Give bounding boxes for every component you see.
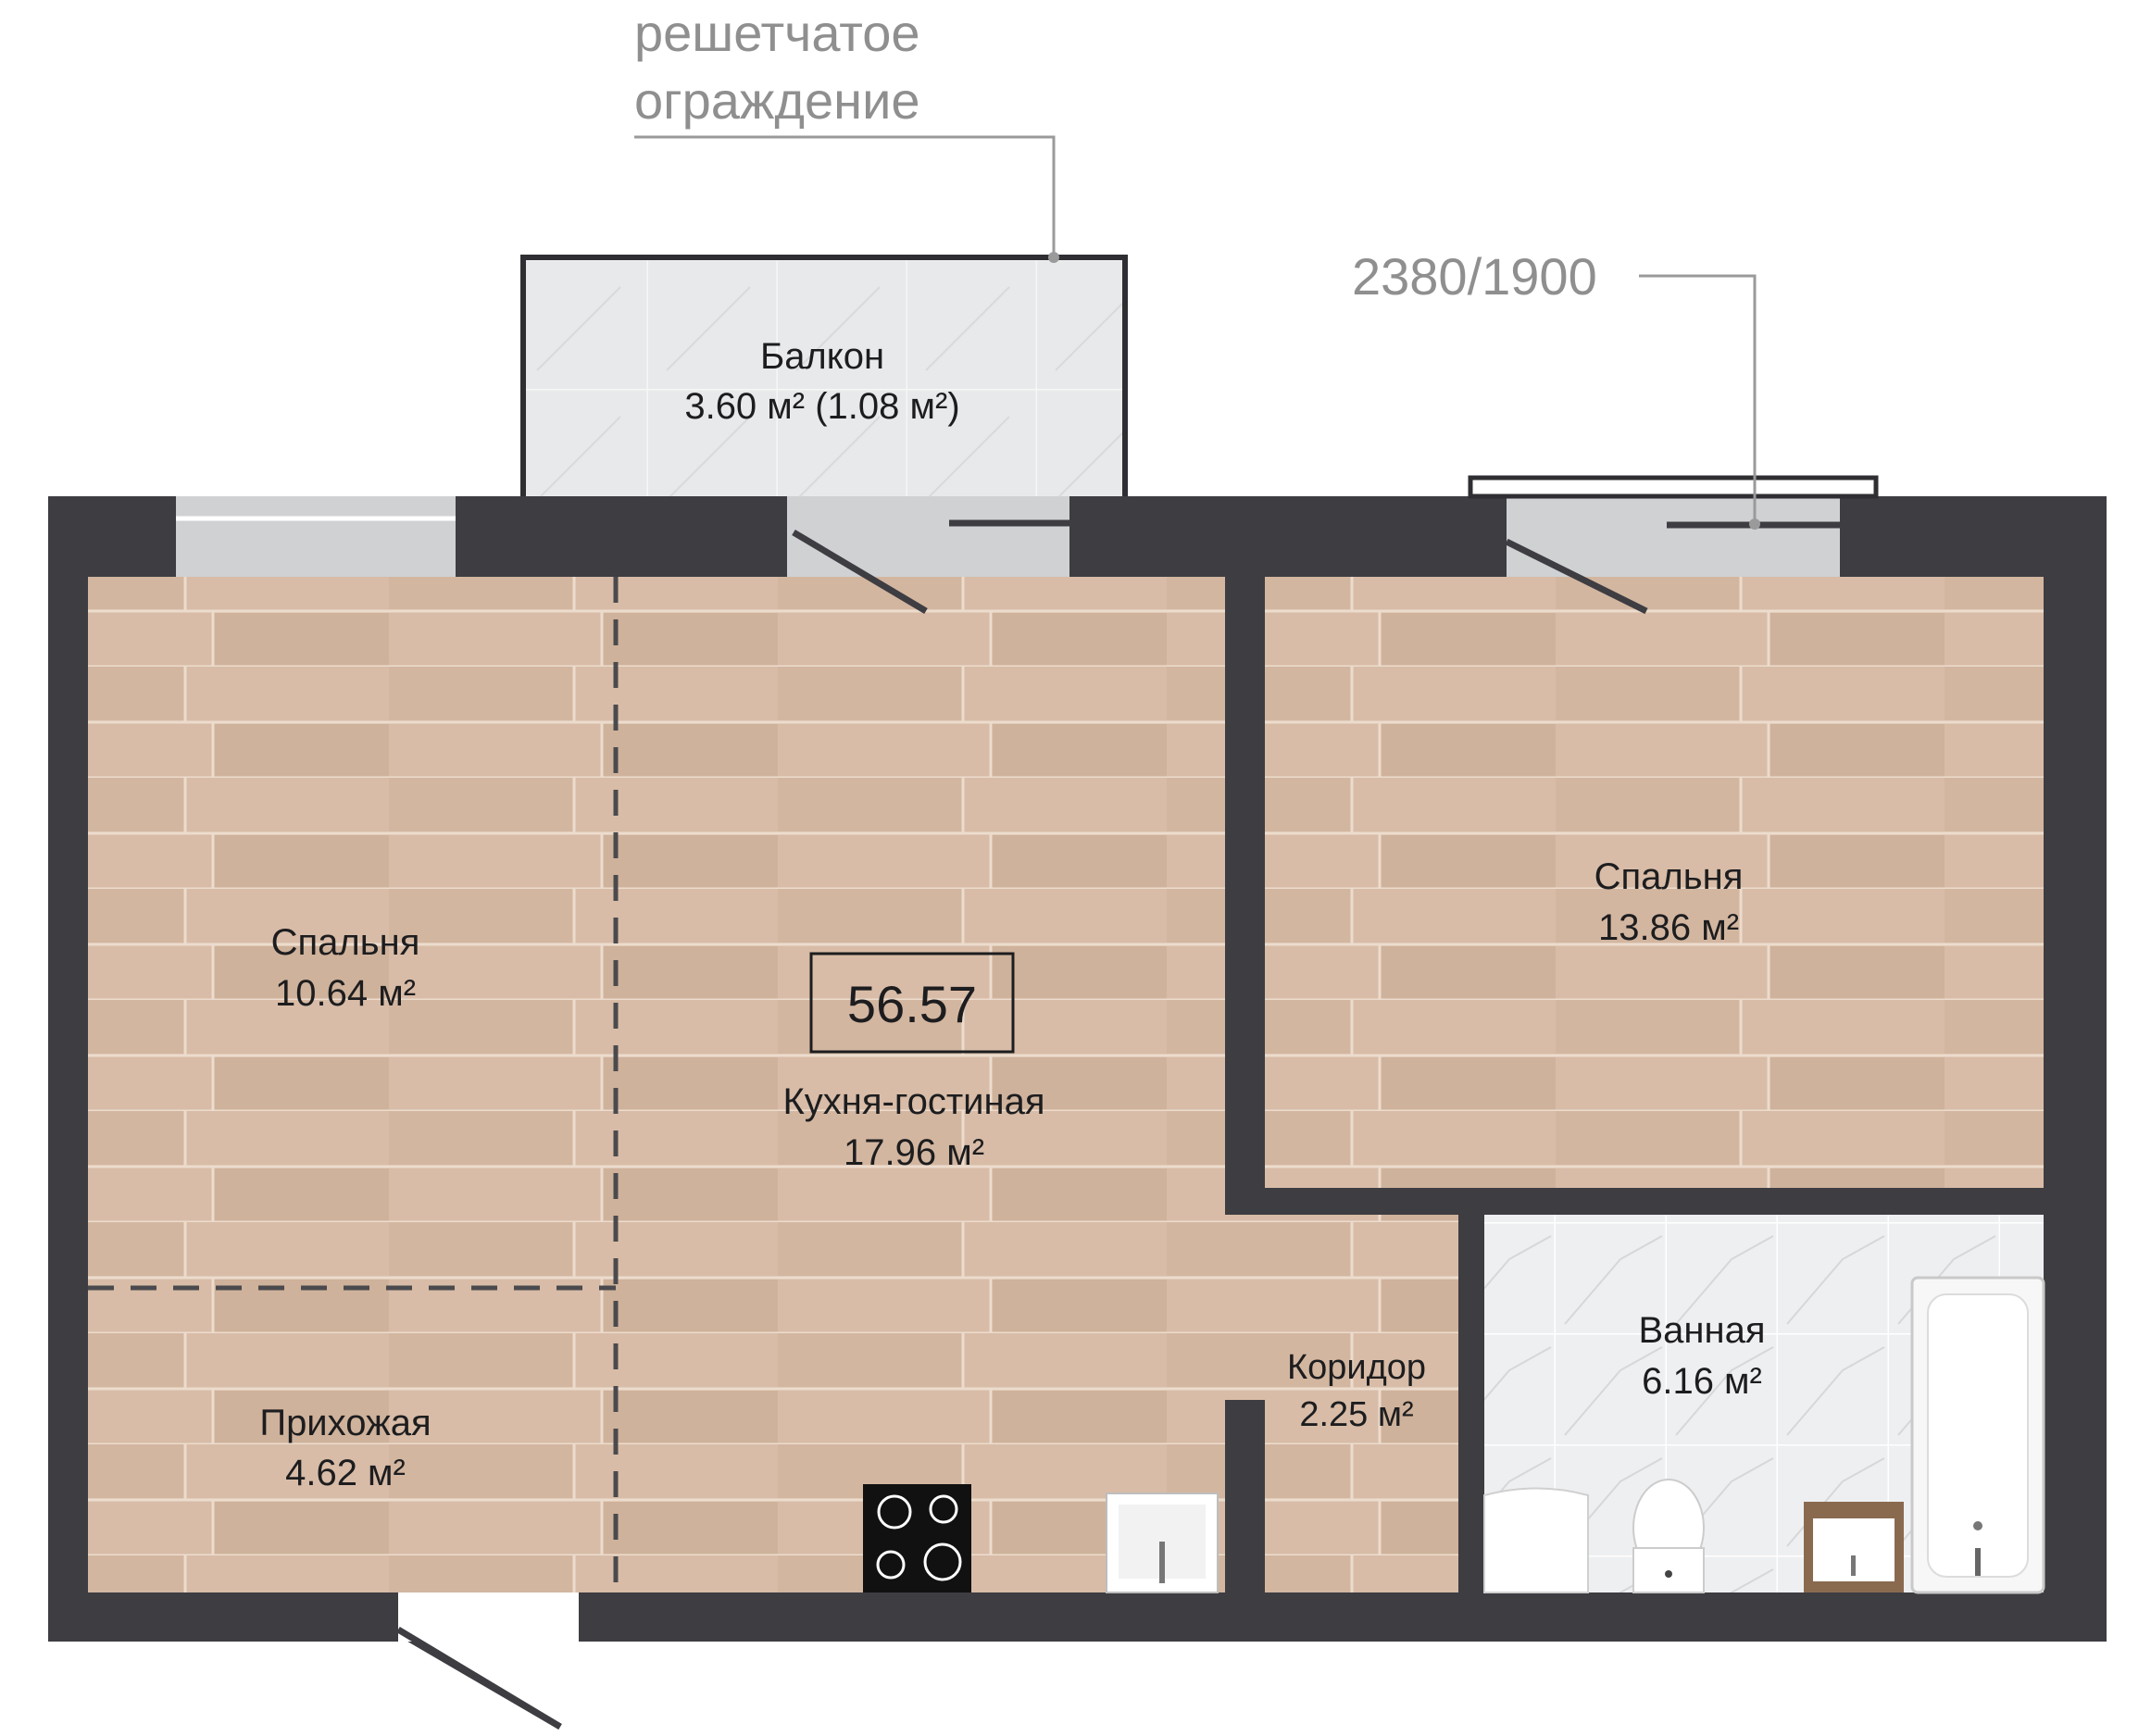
window-size-leader [1639,274,1757,524]
bedroom-left-area: 10.64 м² [275,973,416,1014]
bedroom-right-window-leaf [1505,538,1648,615]
corridor-area: 2.25 м² [1299,1395,1413,1434]
annotations: решетчатое ограждение 2380/1900 [634,4,1760,530]
toilet [1632,1479,1705,1593]
balcony [520,255,1128,496]
balcony-area: 3.60 м² (1.08 м²) [684,386,959,427]
corridor-name: Коридор [1287,1348,1426,1387]
wall-kitchen-corridor-lower [1225,1400,1265,1639]
window-bedroom-right [1507,496,1840,577]
window-bedroom-right-sill [1468,475,1879,499]
bedroom-right-area: 13.86 м² [1598,907,1739,948]
washbasin [1804,1502,1904,1592]
wood-floors [88,577,2044,1592]
room-labels: Балкон 3.60 м² (1.08 м²) Спальня 10.64 м… [259,336,1765,1493]
kitchen-living-area: 17.96 м² [844,1132,984,1173]
entrance-opening [398,1592,579,1642]
balcony-door-leaf [792,529,928,615]
bathroom-name: Ванная [1638,1310,1765,1351]
window-bedroom-left [176,496,456,577]
balcony-floor [523,257,1125,496]
floor-bedroom-left-kitchen [88,577,1225,1592]
wall-kitchen-bedroom-right-upper [1225,577,1265,1213]
window-kitchen-door [787,496,1069,577]
bedroom-left-name: Спальня [271,922,420,963]
floor-bedroom-right [1265,577,2044,1188]
window-size-label: 2380/1900 [1352,247,1597,306]
wall-bedroom-bathroom [1429,1188,2044,1215]
wall-corridor-bathroom-lower [1458,1412,1484,1592]
railing-label-line2: ограждение [634,71,920,130]
balcony-railing [520,255,1128,496]
bedroom-right-name: Спальня [1594,856,1744,897]
kitchen-living-name: Кухня-гостиная [783,1081,1045,1122]
bathroom-area: 6.16 м² [1642,1361,1762,1402]
washing-machine [1483,1487,1589,1593]
wall-corridor-bathroom-upper [1458,1188,1484,1290]
total-area: 56.57 [847,975,977,1033]
kitchen-sink [1106,1492,1219,1593]
zone-dividers [88,577,619,1592]
bathtub [1910,1276,2045,1594]
balcony-name: Балкон [760,336,884,377]
railing-leader [634,135,1056,257]
railing-label-line1: решетчатое [634,4,920,62]
interior-walls [1225,577,2044,1639]
windows [176,475,1879,577]
total-area-box: 56.57 [809,952,1015,1054]
hallway-area: 4.62 м² [285,1453,406,1493]
hallway-name: Прихожая [259,1403,431,1443]
cooktop [863,1484,971,1592]
